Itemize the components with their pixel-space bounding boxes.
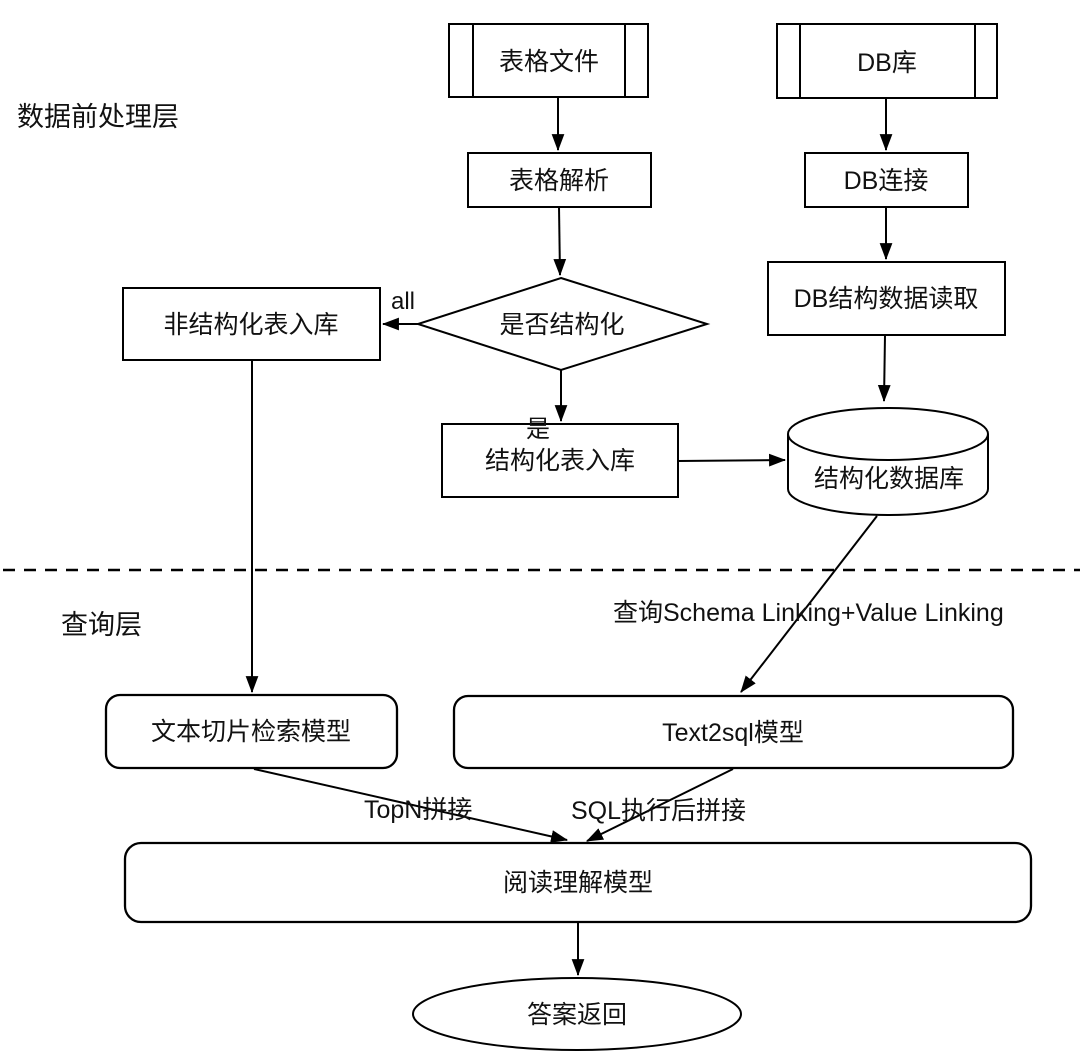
node-structured-store: 结构化表入库 bbox=[441, 423, 679, 498]
structured-db-cylinder-rim bbox=[787, 433, 989, 461]
table-file-label: 表格文件 bbox=[499, 48, 599, 76]
node-db-connect: DB连接 bbox=[804, 152, 969, 208]
text2sql-label: Text2sql模型 bbox=[662, 719, 804, 747]
edge-label-yes: 是 bbox=[526, 416, 550, 443]
structured-store-shape bbox=[441, 423, 679, 498]
edge-text2sql-to-reading bbox=[586, 768, 734, 842]
node-reading-comprehension: 阅读理解模型 bbox=[123, 841, 1033, 924]
layer-title-query: 查询层 bbox=[61, 610, 142, 640]
text-chunk-retrieval-label: 文本切片检索模型 bbox=[151, 718, 351, 746]
node-is-structured: 是否结构化 bbox=[414, 276, 711, 372]
node-structured-db: 结构化数据库 bbox=[787, 407, 989, 516]
unstructured-store-label: 非结构化表入库 bbox=[163, 311, 338, 339]
edge-read-to-structdb bbox=[877, 334, 891, 403]
reading-comprehension-shape bbox=[123, 841, 1033, 924]
edge-retrieval-to-reading bbox=[253, 768, 569, 843]
table-parse-label: 表格解析 bbox=[509, 167, 609, 195]
reading-comprehension-label: 阅读理解模型 bbox=[503, 869, 653, 897]
edge-label-schema-linking: 查询Schema Linking+Value Linking bbox=[613, 599, 1004, 627]
structured-store-label: 结构化表入库 bbox=[485, 447, 635, 475]
node-db-struct-read: DB结构数据读取 bbox=[767, 261, 1006, 336]
edge-parse-to-decision bbox=[553, 206, 567, 277]
node-text2sql: Text2sql模型 bbox=[452, 694, 1015, 770]
db-store-shape bbox=[776, 23, 998, 99]
node-unstructured-store: 非结构化表入库 bbox=[122, 287, 381, 361]
unstructured-store-shape bbox=[122, 287, 381, 361]
db-connect-shape bbox=[804, 152, 969, 208]
db-struct-read-shape bbox=[767, 261, 1006, 336]
table-parse-shape bbox=[467, 152, 652, 208]
layer-title-preprocessing: 数据前处理层 bbox=[17, 102, 179, 132]
node-db-store: DB库 bbox=[776, 23, 998, 99]
is-structured-label: 是否结构化 bbox=[499, 311, 624, 339]
structured-db-cylinder-body bbox=[787, 407, 989, 516]
db-store-label: DB库 bbox=[857, 49, 917, 77]
db-struct-read-label: DB结构数据读取 bbox=[794, 285, 979, 313]
answer-return-shape bbox=[412, 977, 742, 1051]
text-chunk-retrieval-shape bbox=[104, 693, 399, 770]
structured-db-label: 结构化数据库 bbox=[814, 465, 964, 493]
answer-return-label: 答案返回 bbox=[527, 1001, 627, 1029]
node-answer-return: 答案返回 bbox=[412, 977, 742, 1051]
edge-label-all: all bbox=[391, 288, 415, 315]
node-table-file: 表格文件 bbox=[448, 23, 649, 98]
node-table-parse: 表格解析 bbox=[467, 152, 652, 208]
edge-structdb-to-text2sql bbox=[740, 515, 878, 693]
edge-label-sql-concat: SQL执行后拼接 bbox=[571, 797, 746, 825]
is-structured-shape bbox=[414, 276, 711, 372]
text2sql-shape bbox=[452, 694, 1015, 770]
table-file-shape bbox=[448, 23, 649, 98]
node-text-chunk-retrieval: 文本切片检索模型 bbox=[104, 693, 399, 770]
db-connect-label: DB连接 bbox=[844, 167, 929, 195]
edge-label-topn: TopN拼接 bbox=[364, 796, 472, 824]
edge-structured-to-structdb bbox=[677, 453, 787, 467]
